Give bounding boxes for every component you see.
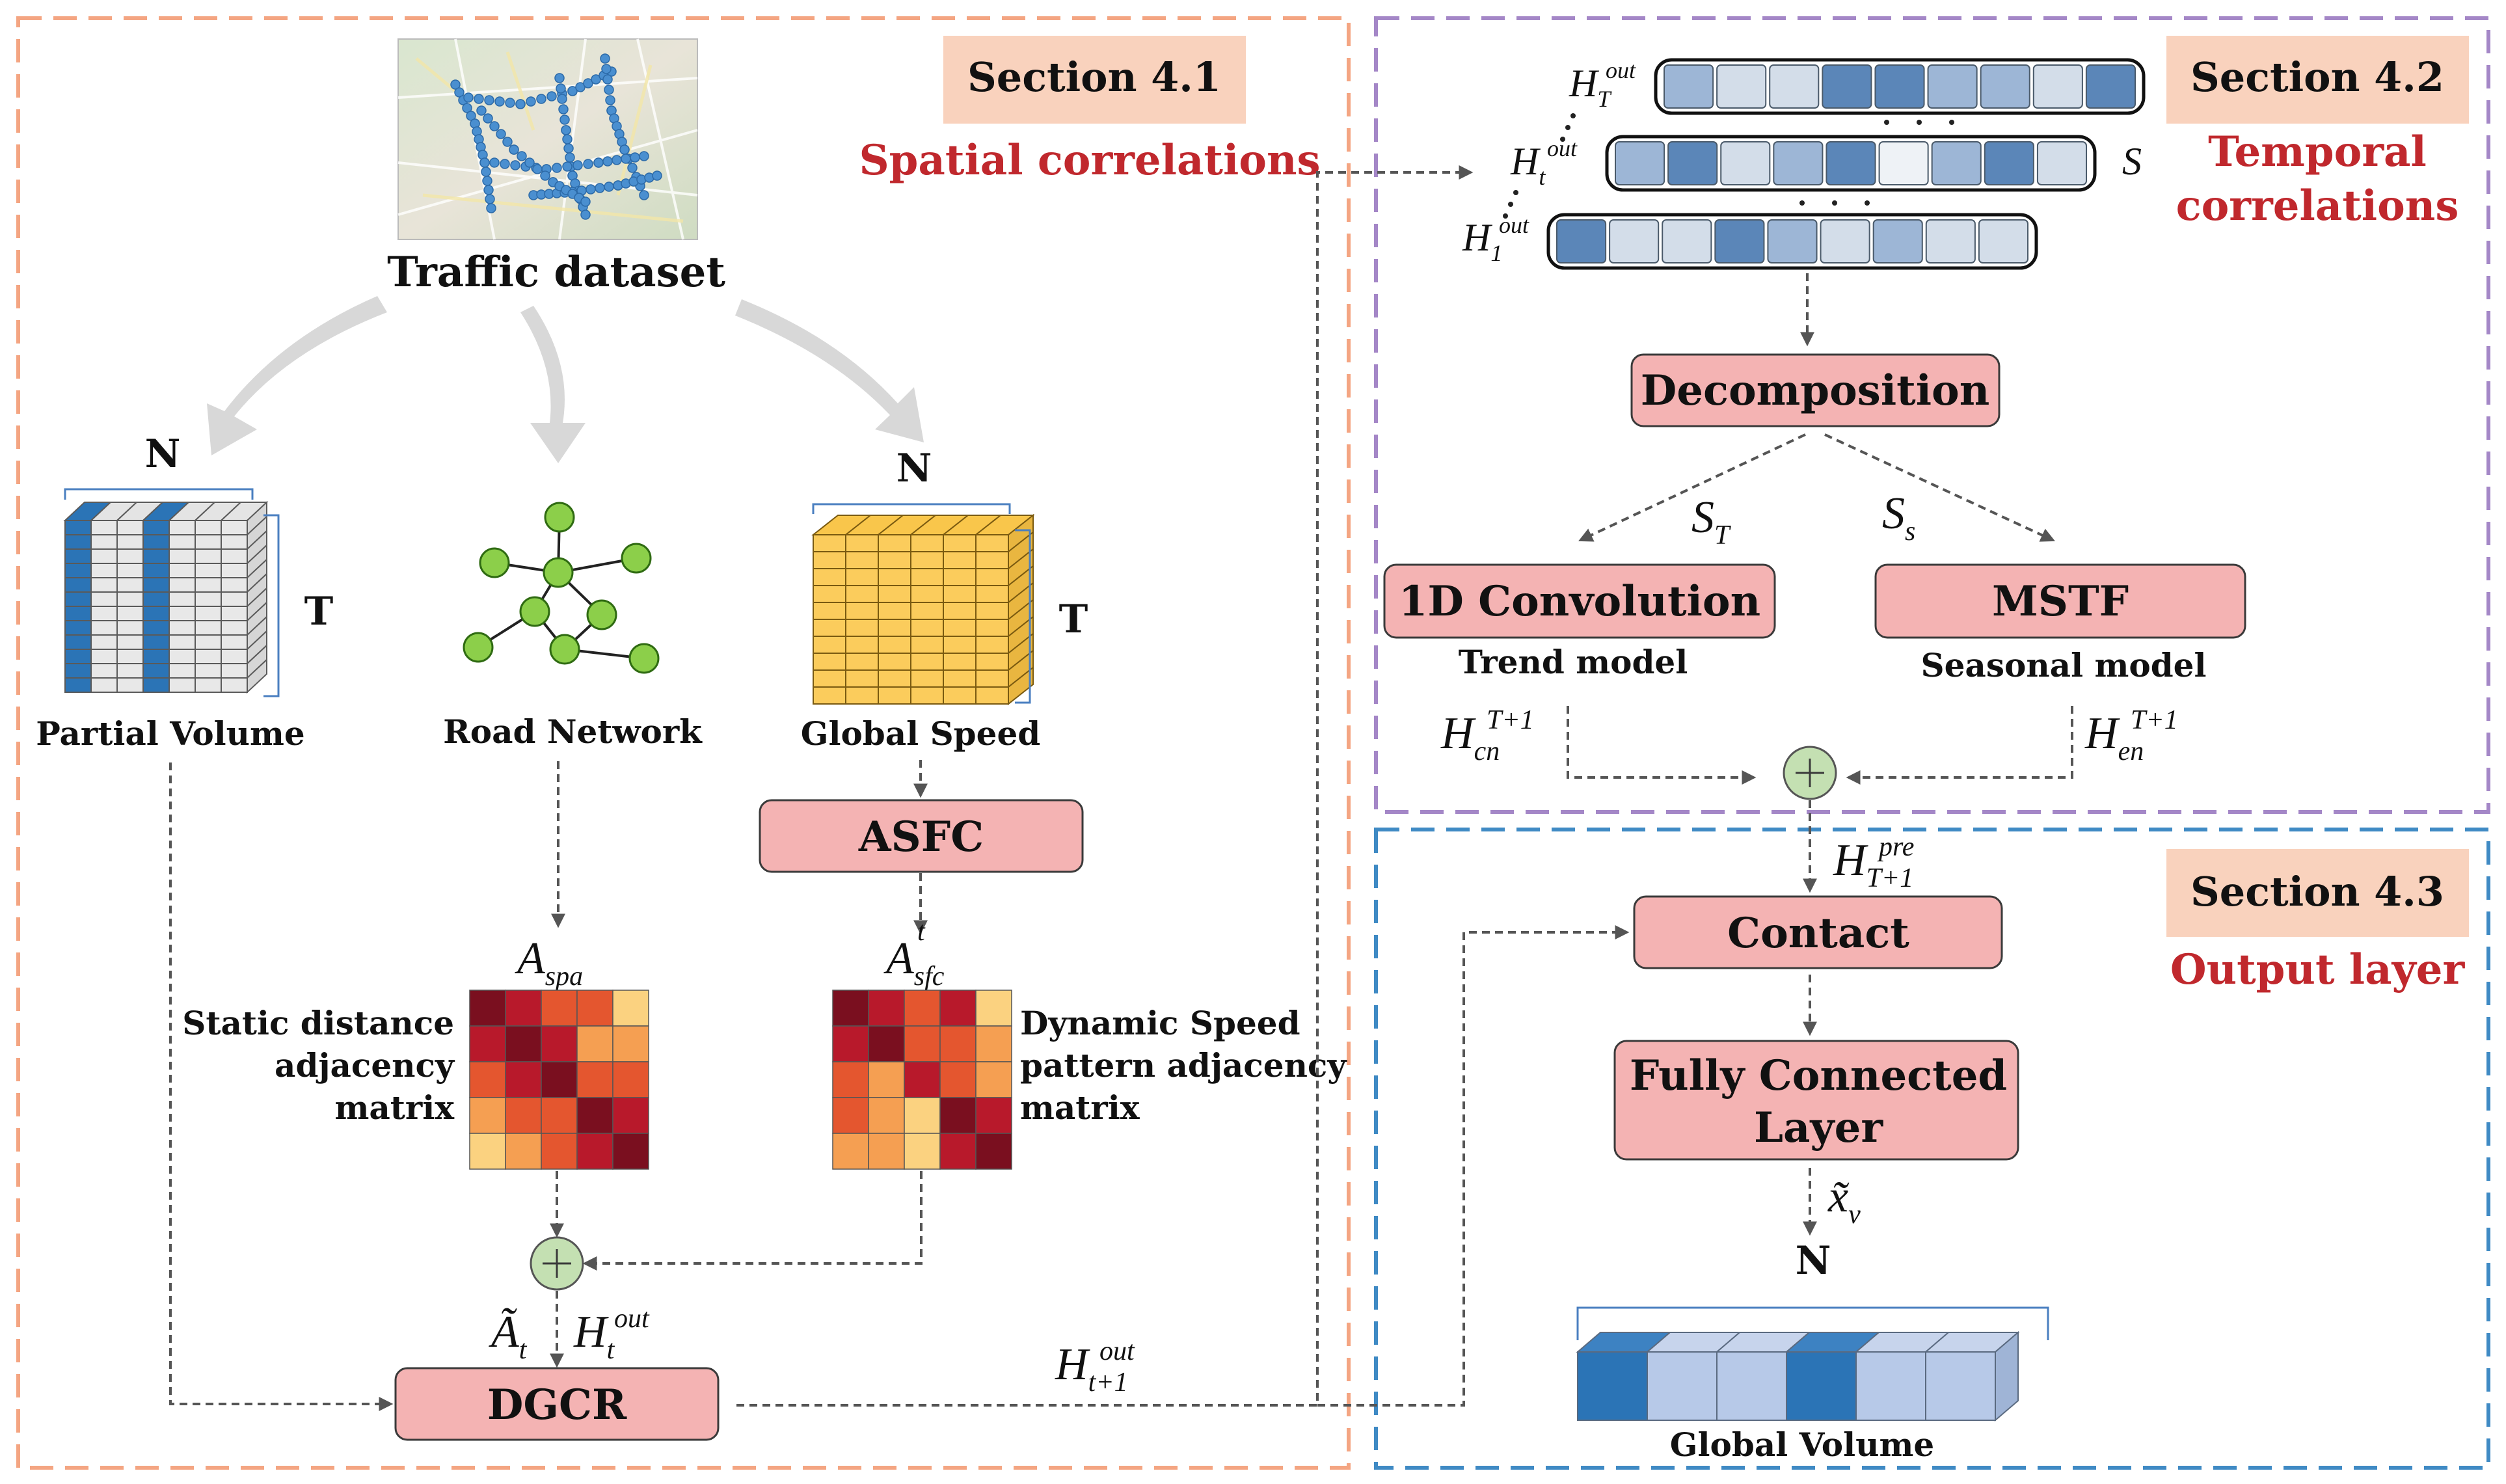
- partial-volume-n-label: N: [145, 431, 181, 477]
- h-en-superscript: T+1: [2131, 705, 2178, 735]
- global-speed-label: Global Speed: [801, 714, 1040, 753]
- road-network-label: Road Network: [443, 712, 703, 751]
- temporal-title-line2: correlations: [2176, 182, 2459, 230]
- h-t1-out-superscript: out: [1099, 1336, 1135, 1366]
- h-cn-superscript: T+1: [1487, 705, 1534, 735]
- sequence-ellipsis-dots: [1503, 113, 1954, 219]
- decomposition-label: Decomposition: [1641, 366, 1989, 415]
- output-layer-title: Output layer: [2170, 945, 2466, 994]
- dynamic-matrix-label-line3: matrix: [1020, 1088, 1140, 1127]
- mstf-label: MSTF: [1992, 577, 2129, 626]
- section-4-1-tag-box: [943, 36, 1246, 124]
- seasonal-model-label: Seasonal model: [1921, 646, 2207, 684]
- h-cn-symbol: Hcn: [1440, 708, 1500, 766]
- spatial-fusion-plus: [530, 1236, 584, 1291]
- partial-volume-tensor: [63, 500, 269, 694]
- a-sfc-superscript: t: [917, 917, 926, 947]
- dynamic-matrix-label-line2: pattern adjacency: [1020, 1046, 1347, 1085]
- a-spa-symbol: Aspa: [515, 934, 583, 992]
- volume-to-dgcr-arrow: [169, 762, 394, 1411]
- spatial-section-border: [16, 16, 1351, 1470]
- partial-volume-label: Partial Volume: [36, 714, 305, 753]
- a-sfc-symbol: Asfc: [883, 934, 945, 992]
- global-speed-tensor: [811, 513, 1035, 706]
- temporal-title-line1: Temporal: [2208, 128, 2427, 176]
- decomp-to-conv-arrow: [1578, 433, 1806, 542]
- conv-1d-module: [1383, 563, 1776, 639]
- dynamic-matrix-label-line1: Dynamic Speed: [1020, 1004, 1300, 1042]
- hidden-state-sequences: [1546, 58, 2146, 270]
- partial-volume-n-brace: [64, 488, 254, 500]
- output-section-border: [1374, 828, 2490, 1470]
- global-speed-t-label: T: [1059, 597, 1088, 642]
- dgcr-label: DGCR: [487, 1381, 627, 1429]
- global-speed-n-brace: [812, 503, 1011, 514]
- asfc-module: [759, 799, 1084, 873]
- h-T-out-symbol: HT: [1569, 62, 1612, 112]
- dynamic-speed-matrix: [832, 990, 1012, 1170]
- conv-1d-label: 1D Convolution: [1399, 577, 1760, 626]
- conv-to-plus-arrow: [1567, 706, 1757, 785]
- a-tilde-symbol: Ãt: [489, 1307, 528, 1365]
- mstf-module: [1874, 563, 2246, 639]
- global-volume-vector: [1576, 1330, 2020, 1422]
- static-distance-matrix: [469, 990, 649, 1170]
- global-speed-t-brace: [1015, 529, 1031, 704]
- global-volume-n-brace: [1576, 1306, 2049, 1340]
- h-1-out-symbol: H1: [1462, 216, 1502, 266]
- asfc-label: ASFC: [858, 813, 984, 861]
- s-s-symbol: Ss: [1882, 489, 1915, 546]
- contact-module: [1633, 895, 2003, 969]
- global-volume-n-label: N: [1796, 1238, 1831, 1284]
- partial-volume-t-brace: [263, 514, 280, 697]
- h-pre-superscript: pre: [1877, 832, 1914, 862]
- partial-volume-t-label: T: [304, 589, 334, 634]
- fc-layer-module: [1613, 1040, 2019, 1161]
- h-t-out-symbol-spatial: Ht: [573, 1307, 615, 1365]
- h-t-out-superscript-spatial: out: [614, 1304, 650, 1334]
- global-speed-n-label: N: [896, 446, 932, 491]
- asfc-to-plus-arrow: [582, 1171, 923, 1271]
- fc-layer-label-line2: Layer: [1754, 1103, 1883, 1152]
- contact-label: Contact: [1727, 909, 1909, 958]
- spatial-correlations-title: Spatial correlations: [859, 136, 1320, 185]
- static-matrix-label-line1: Static distance: [182, 1004, 454, 1042]
- fc-layer-label-line1: Fully Connected: [1630, 1051, 2007, 1100]
- temporal-fusion-plus: [1783, 746, 1837, 800]
- dgcr-module: [394, 1367, 720, 1441]
- trend-model-label: Trend model: [1459, 643, 1688, 681]
- static-matrix-label-line3: matrix: [334, 1088, 455, 1127]
- h-t-out-symbol-temporal: Ht: [1510, 140, 1546, 190]
- section-4-3-tag: Section 4.3: [2190, 868, 2444, 915]
- global-volume-label: Global Volume: [1670, 1425, 1934, 1464]
- dgcr-output-arrow: [736, 165, 1474, 1407]
- s-symbol: S: [2122, 140, 2142, 183]
- h-en-symbol: Hen: [2084, 708, 2144, 766]
- dataset-split-arrows: [207, 296, 924, 463]
- section-4-1-tag: Section 4.1: [967, 53, 1221, 101]
- road-network-graph: [463, 502, 660, 674]
- h-pre-symbol: HT+1: [1833, 835, 1913, 893]
- decomposition-module: [1630, 353, 2001, 427]
- mstf-to-plus-arrow: [1846, 706, 2073, 785]
- section-4-2-tag-box: [2166, 36, 2469, 124]
- static-matrix-label-line2: adjacency: [275, 1046, 455, 1085]
- s-T-symbol: ST: [1691, 492, 1731, 550]
- h-t1-out-symbol: Ht+1: [1055, 1340, 1128, 1397]
- traffic-dataset-label: Traffic dataset: [387, 248, 725, 297]
- section-4-2-tag: Section 4.2: [2190, 53, 2444, 101]
- section-4-3-tag-box: [2166, 849, 2469, 937]
- h-T-out-superscript: out: [1606, 57, 1636, 83]
- traffic-map-image: [397, 38, 698, 240]
- x-v-symbol: x̃v: [1827, 1172, 1861, 1230]
- temporal-section-border: [1374, 16, 2490, 814]
- dgcr-to-contact-arrow: [1317, 925, 1630, 1407]
- decomp-to-mstf-arrow: [1824, 433, 2055, 542]
